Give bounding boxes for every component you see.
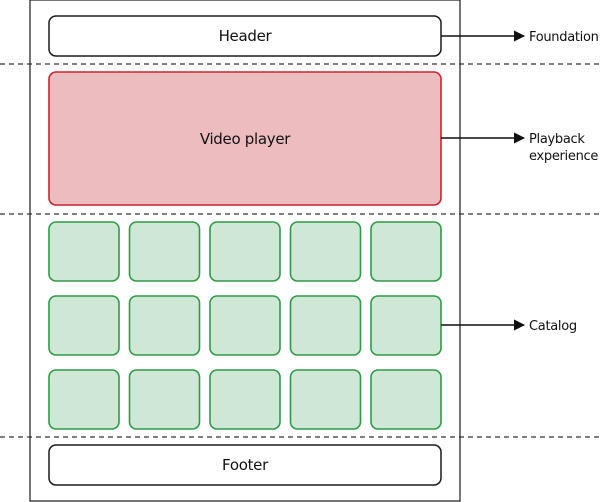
catalog-tile: [209, 369, 281, 430]
catalog-tile: [370, 295, 442, 356]
catalog-tile: [209, 221, 281, 282]
footer-box: [48, 444, 442, 486]
catalog-grid: [48, 221, 442, 430]
catalog-tile: [370, 369, 442, 430]
catalog-tile: [128, 221, 201, 282]
playback-label-line1: Playback: [529, 132, 585, 147]
playback-label-line2: experience: [529, 149, 598, 164]
catalog-tile: [128, 369, 201, 430]
catalog-tile: [370, 221, 442, 282]
catalog-tile: [289, 221, 362, 282]
video-player-label: Video player: [200, 130, 291, 148]
foundation-label: Foundation: [529, 30, 599, 45]
catalog-tile: [128, 295, 201, 356]
catalog-tile: [48, 369, 120, 430]
catalog-tile: [48, 295, 120, 356]
catalog-label: Catalog: [529, 319, 577, 334]
catalog-tile: [209, 295, 281, 356]
catalog-tile: [289, 369, 362, 430]
catalog-tile: [289, 295, 362, 356]
catalog-tile: [48, 221, 120, 282]
header-label: Header: [219, 27, 273, 45]
footer-label: Footer: [222, 456, 269, 474]
